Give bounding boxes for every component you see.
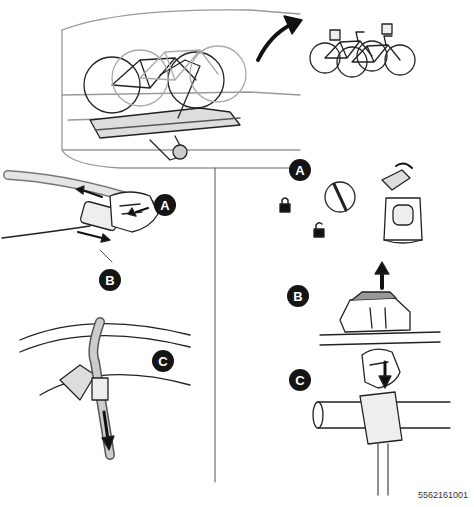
callout-letter: A [295, 164, 304, 177]
callout-circle: A [154, 194, 176, 216]
curved-arrow [258, 24, 292, 60]
lock-dial [280, 182, 355, 237]
part-number: 5562161001 [418, 490, 468, 500]
callout-circle: C [289, 369, 311, 391]
callout-circle: A [289, 159, 311, 181]
strap-release [2, 175, 158, 262]
mounted-bikes [84, 46, 246, 113]
removed-bikes [310, 24, 415, 77]
clamp-press [313, 349, 450, 495]
callout-circle: B [99, 269, 121, 291]
car-rear [62, 10, 300, 168]
divider-line [215, 168, 216, 482]
callout-letter: B [105, 274, 114, 287]
callout-letter: B [293, 290, 302, 303]
callout-letter: C [158, 355, 167, 368]
callout-circle: B [287, 285, 309, 307]
key-in-lock [382, 163, 422, 243]
knob-lift [320, 262, 440, 345]
callout-circle: C [152, 350, 174, 372]
arrow-head [284, 16, 302, 34]
tyre-strap [20, 322, 190, 455]
callout-letter: C [295, 374, 304, 387]
callout-letter: A [160, 199, 169, 212]
